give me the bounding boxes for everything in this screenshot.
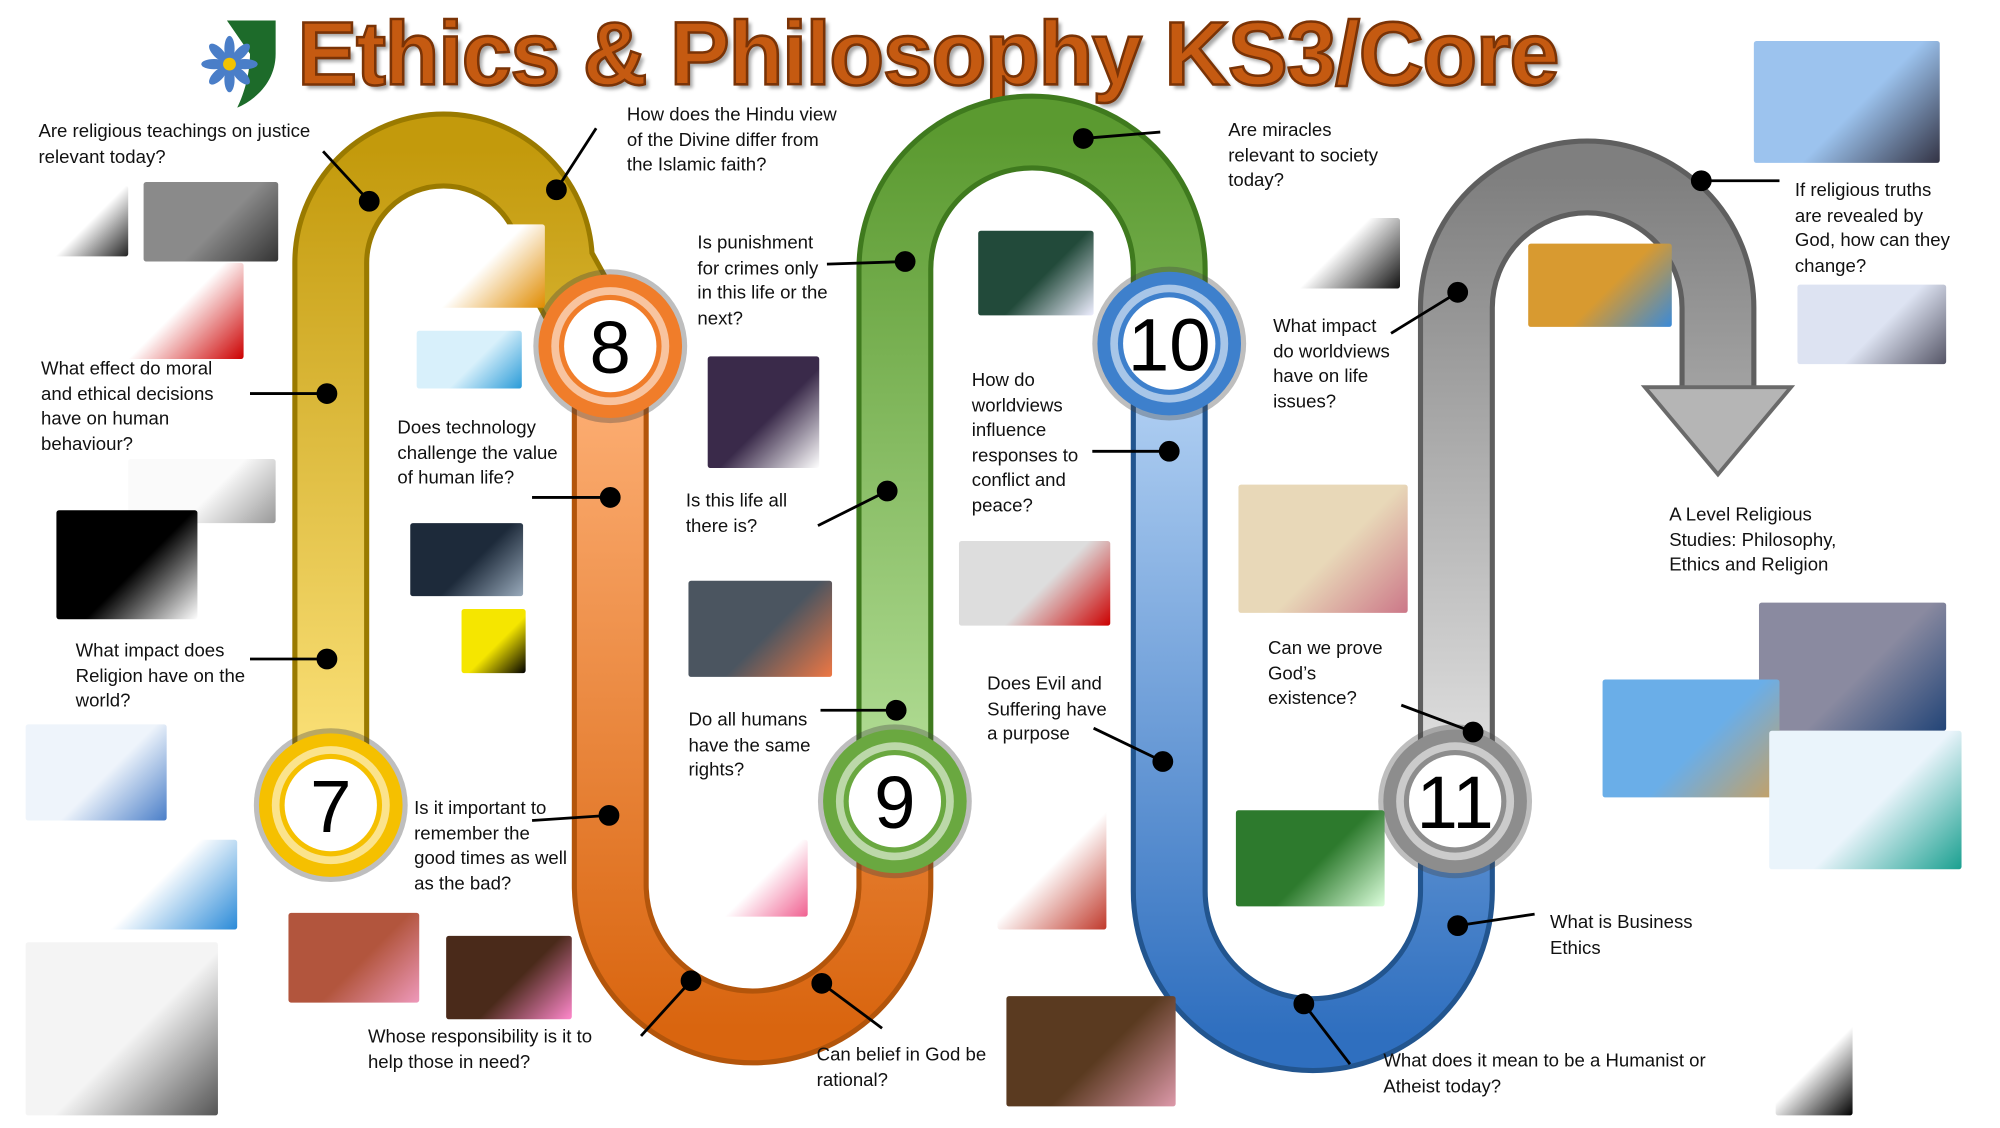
arrow-head-icon <box>1640 385 1796 478</box>
question-label: What is Business Ethics <box>1549 912 1693 959</box>
question-connector <box>531 804 620 826</box>
magnifying-glass-sketch <box>25 942 218 1116</box>
humanist-logo <box>1775 993 1853 1116</box>
question-connector <box>1690 170 1780 192</box>
question-label: Can we prove God’s existence? <box>1267 638 1383 710</box>
utilitarianism-wordcloud <box>56 510 198 620</box>
question-connector <box>1293 993 1352 1065</box>
human-rights-hands-image <box>688 580 833 677</box>
question-label: Do all humans have the same rights? <box>688 710 811 782</box>
track-segment-year7 <box>292 111 637 806</box>
question-connector <box>820 699 907 721</box>
track-segment-year9 <box>856 93 1208 802</box>
school-logo <box>199 15 278 108</box>
gender-equality-seesaw-image <box>83 262 244 359</box>
world-map-bubbles <box>44 839 238 930</box>
holi-festival-photo <box>288 912 420 1003</box>
allah-om-symbols <box>397 224 545 308</box>
ethics-signpost-image <box>1602 679 1780 798</box>
question-label: How do worldviews influence responses to… <box>971 370 1079 517</box>
question-connector <box>322 150 380 212</box>
death-of-socrates-painting <box>1006 996 1176 1107</box>
question-label: Does Evil and Suffering have a purpose <box>987 674 1107 746</box>
milestone-number: 10 <box>1128 304 1211 387</box>
milestone-number: 9 <box>874 761 915 844</box>
milestone-year-8: 8 <box>533 269 688 424</box>
question-connector <box>811 972 883 1030</box>
question-connector <box>1390 281 1469 335</box>
question-mark-wordcloud <box>997 775 1107 930</box>
question-label: Can belief in God be rational? <box>816 1044 987 1091</box>
question-label: How does the Hindu view of the Divine di… <box>626 105 837 176</box>
page-title: Ethics & Philosophy KS3/Core <box>296 3 1561 106</box>
question-connector <box>639 970 702 1037</box>
question-connector <box>1400 703 1484 743</box>
question-connector <box>1092 726 1174 772</box>
question-label: What effect do moral and ethical decisio… <box>41 358 214 455</box>
question-connector <box>826 251 916 272</box>
question-label: What impact does Religion have on the wo… <box>75 641 246 712</box>
question-connector <box>1072 128 1161 149</box>
robot-image <box>410 523 524 597</box>
milestone-number: 11 <box>1417 761 1494 844</box>
question-connector <box>249 383 338 404</box>
crosses-image <box>978 230 1094 316</box>
head-gears-image <box>1758 602 1947 731</box>
evolution-silhouettes <box>1246 217 1400 289</box>
question-connector <box>249 648 338 670</box>
question-label: If religious truths are revealed by God,… <box>1794 180 1950 277</box>
milestone-year-7: 7 <box>253 728 408 883</box>
milestone-number: 8 <box>590 306 631 389</box>
track-segment-year8 <box>571 346 934 1066</box>
question-label: Are miracles relevant to society today? <box>1228 120 1379 192</box>
track-segment-year10 <box>1130 343 1495 1074</box>
justice-scales-image <box>35 185 129 257</box>
question-connector <box>1092 440 1180 462</box>
question-label: Whose responsibility is it to help those… <box>367 1026 593 1073</box>
medical-technology-image <box>416 330 522 389</box>
question-label: Are religious teachings on justice relev… <box>38 121 311 168</box>
question-connector <box>817 480 898 527</box>
question-label: A Level Religious Studies: Philosophy, E… <box>1669 505 1837 576</box>
elephant-ornament-image <box>698 839 808 917</box>
question-label: What impact do worldviews have on life i… <box>1273 316 1390 413</box>
what-is-truth-text-image <box>1797 284 1947 365</box>
business-ethics-board <box>1235 810 1385 907</box>
question-label: What does it mean to be a Humanist or At… <box>1383 1051 1706 1097</box>
god-magnifier-painting <box>1238 484 1408 613</box>
question-connector <box>546 127 598 201</box>
track-segment-year11 <box>1417 138 1757 802</box>
tunnel-light-image <box>707 356 820 468</box>
radiation-symbol <box>461 608 526 674</box>
earth-in-hands-image <box>1528 243 1672 327</box>
religious-people-image <box>1769 730 1962 870</box>
world-religions-symbols <box>25 724 167 821</box>
question-label: Does technology challenge the value of h… <box>397 417 558 489</box>
question-connector <box>532 487 621 508</box>
milestone-year-11: 11 <box>1378 724 1533 879</box>
milestone-year-9: 9 <box>817 724 972 879</box>
civil-rights-photo <box>143 182 279 262</box>
milestone-number: 7 <box>310 765 351 848</box>
charity-jar-image <box>446 935 572 1020</box>
question-connector <box>1447 912 1535 937</box>
question-label: Is punishment for crimes only in this li… <box>697 233 828 330</box>
question-label: Is this life all there is? <box>685 491 788 537</box>
thinker-statue-photo <box>1753 41 1940 163</box>
milestone-year-10: 10 <box>1092 266 1247 421</box>
poppies-soldier-image <box>958 541 1111 626</box>
question-label: Is it important to remember the good tim… <box>414 798 568 895</box>
